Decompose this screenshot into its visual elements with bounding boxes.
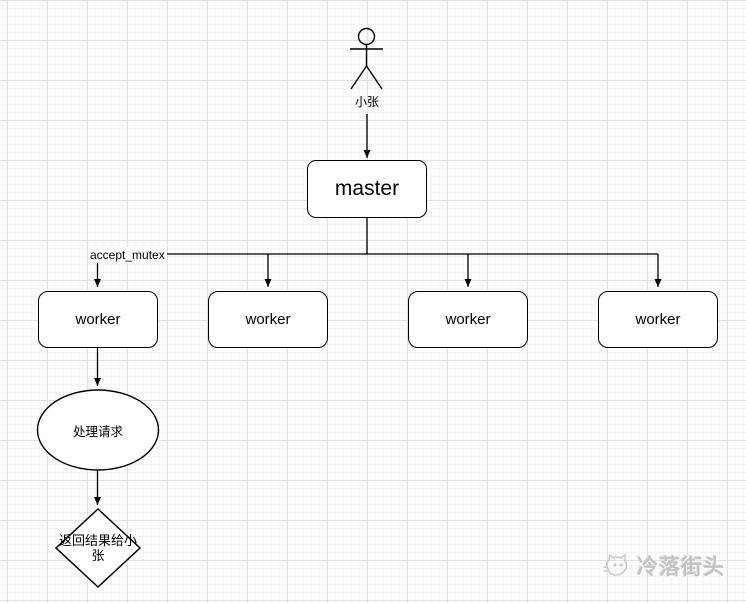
worker-node-3: worker xyxy=(408,291,528,348)
decision-label: 返回结果给小张 xyxy=(58,533,137,563)
master-label: master xyxy=(334,177,400,200)
process-ellipse-shape xyxy=(36,389,160,471)
actor-head xyxy=(357,27,376,46)
worker-label: worker xyxy=(245,311,291,328)
worker-node-1: worker xyxy=(38,291,158,348)
actor-right-leg xyxy=(365,65,383,90)
worker-label: worker xyxy=(75,311,121,328)
actor-label: 小张 xyxy=(354,94,379,109)
watermark: 冷落街头 xyxy=(602,551,725,581)
worker-node-4: worker xyxy=(598,291,718,348)
cat-sketch-icon xyxy=(603,553,628,576)
watermark-text: 冷落街头 xyxy=(637,556,725,579)
worker-label: worker xyxy=(445,311,491,328)
process-label: 处理请求 xyxy=(72,424,123,439)
master-node: master xyxy=(307,160,427,218)
edge-label-accept-mutex: accept_mutex xyxy=(88,247,167,263)
worker-node-2: worker xyxy=(208,291,328,348)
decision-diamond-shape xyxy=(54,507,142,589)
actor-left-leg xyxy=(350,65,368,90)
worker-label: worker xyxy=(635,311,681,328)
actor-figure-icon xyxy=(350,27,383,90)
